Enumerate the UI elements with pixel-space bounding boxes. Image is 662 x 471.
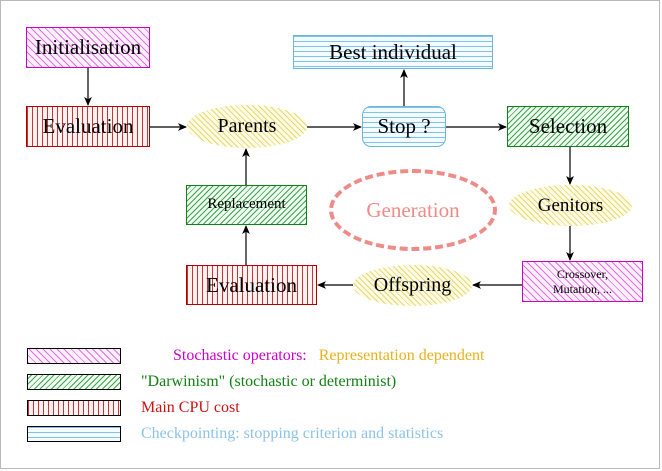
node-best-individual[interactable]: Best individual xyxy=(293,35,493,69)
node-parents[interactable]: Parents xyxy=(187,105,307,148)
legend-label-darwinism: "Darwinism" (stochastic or determinist) xyxy=(141,372,397,390)
legend-swatch-magenta-diagonal-hatch xyxy=(27,347,121,364)
legend-swatch-red-vertical-hatch xyxy=(27,399,121,416)
node-offspring[interactable]: Offspring xyxy=(353,265,472,306)
node-stop[interactable]: Stop ? xyxy=(362,106,446,147)
legend-row-main-cpu-cost: Main CPU cost xyxy=(27,399,240,416)
legend-row-stochastic-operators: Stochastic operators: Representation dep… xyxy=(27,347,484,364)
node-crossover-mutation[interactable]: Crossover, Mutation, ... xyxy=(522,261,643,302)
legend-row-checkpointing: Checkpointing: stopping criterion and st… xyxy=(27,425,443,442)
legend-label-main-cpu-cost: Main CPU cost xyxy=(141,398,240,416)
node-evaluation-top[interactable]: Evaluation xyxy=(26,106,150,147)
node-replacement[interactable]: Replacement xyxy=(186,185,307,225)
legend-label-checkpointing: Checkpointing: stopping criterion and st… xyxy=(141,424,444,442)
legend-row-darwinism: "Darwinism" (stochastic or determinist) xyxy=(27,373,396,390)
legend-swatch-green-diagonal-hatch xyxy=(27,373,121,390)
node-generation-cycle: Generation xyxy=(329,169,497,251)
node-evaluation-bottom[interactable]: Evaluation xyxy=(186,265,317,305)
node-selection[interactable]: Selection xyxy=(507,106,629,147)
legend-label-representation-dependent: Representation dependent xyxy=(318,346,485,364)
legend-label-stochastic-operators: Stochastic operators: xyxy=(173,346,307,364)
node-genitors[interactable]: Genitors xyxy=(509,185,632,226)
node-initialisation[interactable]: Initialisation xyxy=(26,27,150,68)
legend-swatch-blue-horizontal-hatch xyxy=(27,425,121,442)
